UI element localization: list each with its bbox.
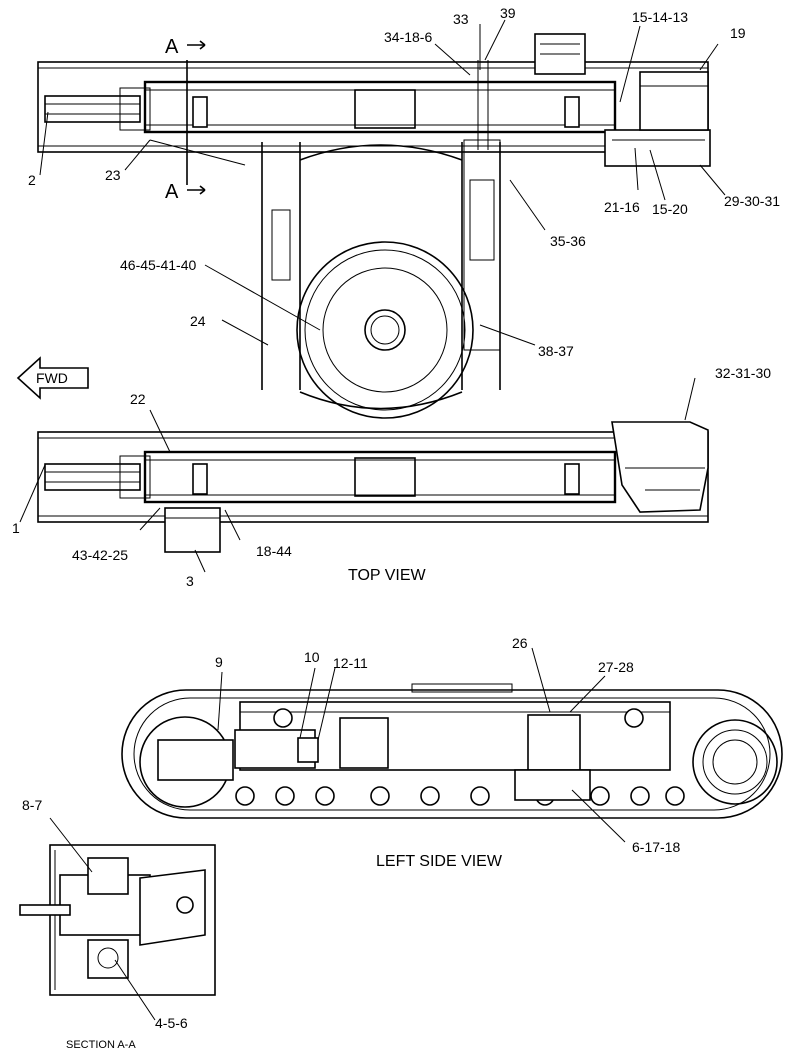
callout-15-14-13: 15-14-13 [632, 9, 688, 25]
callout-10: 10 [304, 649, 320, 665]
callout-6-17-18: 6-17-18 [632, 839, 680, 855]
callout-39: 39 [500, 5, 516, 21]
callout-9: 9 [215, 654, 223, 670]
callout-43-42-25: 43-42-25 [72, 547, 128, 563]
callout-32-31-30: 32-31-30 [715, 365, 771, 381]
callout-3: 3 [186, 573, 194, 589]
callout-26: 26 [512, 635, 528, 651]
callout-12-11: 12-11 [333, 655, 368, 671]
left-side-view-title: LEFT SIDE VIEW [376, 853, 503, 870]
callout-2: 2 [28, 172, 36, 188]
top-view-title: TOP VIEW [348, 567, 427, 584]
callout-8-7: 8-7 [22, 797, 42, 813]
callout-29-30-31: 29-30-31 [724, 193, 780, 209]
labels: TOP VIEW LEFT SIDE VIEW SECTION A-A FWD … [12, 5, 780, 1051]
callout-33: 33 [453, 11, 469, 27]
callout-35-36: 35-36 [550, 233, 586, 249]
callout-24: 24 [190, 313, 206, 329]
top-view-drawing [16, 33, 711, 553]
section-a-a-title: SECTION A-A [66, 1039, 136, 1051]
callout-22: 22 [130, 391, 146, 407]
callout-4-5-6: 4-5-6 [155, 1015, 188, 1031]
leader-lines [19, 19, 726, 1021]
callout-21-16: 21-16 [604, 199, 640, 215]
left-side-view-drawing [121, 683, 783, 819]
fwd-direction-label: FWD [36, 370, 68, 386]
callout-38-37: 38-37 [538, 343, 574, 359]
section-a-a-drawing [19, 844, 216, 996]
callout-46-45-41-40: 46-45-41-40 [120, 257, 196, 273]
callout-34-18-6: 34-18-6 [384, 29, 432, 45]
callout-1: 1 [12, 520, 20, 536]
callout-19: 19 [730, 25, 746, 41]
callout-15-20: 15-20 [652, 201, 688, 217]
section-marker-bottom: A [165, 181, 179, 203]
callout-27-28: 27-28 [598, 659, 634, 675]
callout-18-44: 18-44 [256, 543, 292, 559]
callout-23: 23 [105, 167, 121, 183]
section-marker-top: A [165, 36, 179, 58]
